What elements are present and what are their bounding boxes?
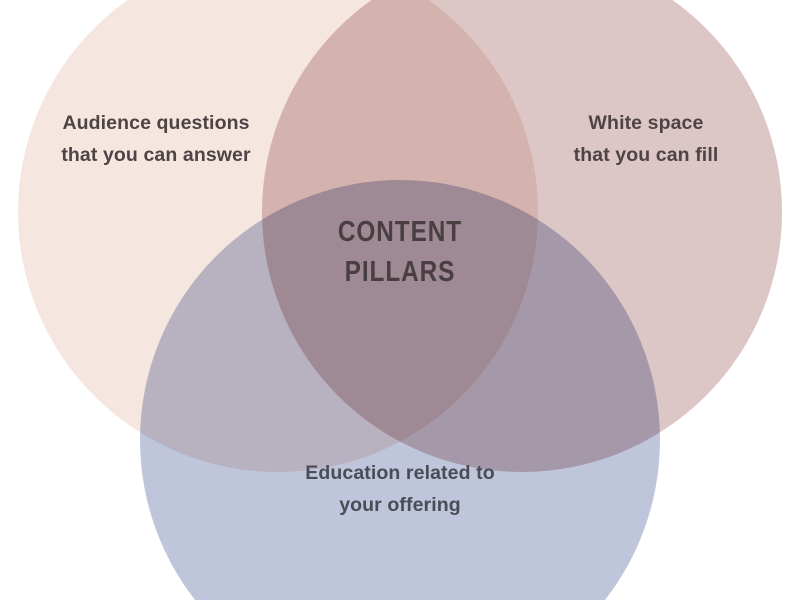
venn-label-education: Education related to your offering <box>252 458 548 521</box>
venn-label-audience-questions: Audience questions that you can answer <box>40 108 272 171</box>
venn-circle-education[interactable] <box>140 180 660 600</box>
venn-label-audience-questions-line1: Audience questions <box>62 112 250 134</box>
venn-label-audience-questions-line2: that you can answer <box>61 143 251 166</box>
venn-label-white-space-line1: White space <box>588 112 704 134</box>
venn-label-white-space: White space that you can fill <box>532 108 760 171</box>
venn-label-education-line1: Education related to <box>305 462 495 484</box>
venn-center-label-line1: CONTENT <box>337 216 463 248</box>
venn-label-white-space-line2: that you can fill <box>573 143 719 166</box>
venn-label-education-line2: your offering <box>339 493 461 516</box>
venn-center-label-line2: PILLARS <box>344 256 456 289</box>
venn-center-label: CONTENT PILLARS <box>299 212 501 292</box>
